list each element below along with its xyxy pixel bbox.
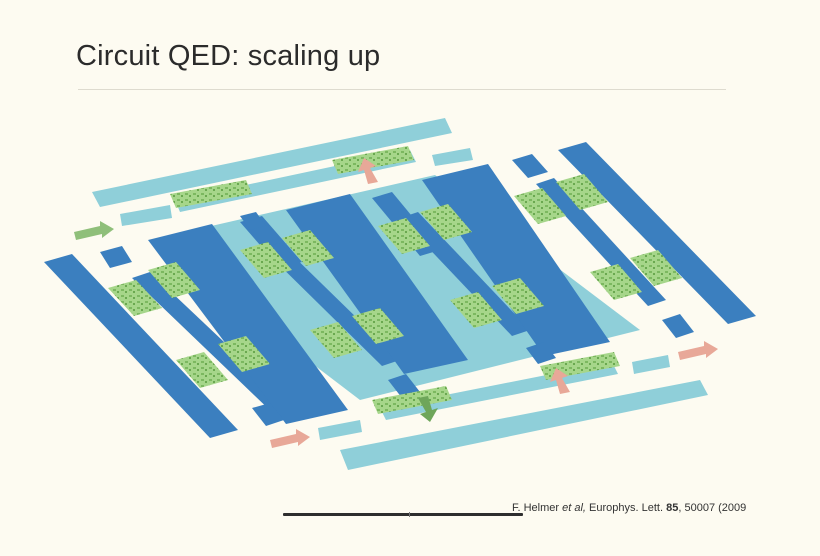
video-scrub-bar[interactable] (283, 512, 523, 517)
title-divider (78, 89, 726, 90)
cavity-small-3 (526, 342, 556, 364)
cavity-strip-left-outer (44, 254, 238, 438)
cavity-small-1 (252, 403, 284, 426)
pink-arrow-top (358, 158, 378, 184)
citation-etal: et al, (562, 502, 586, 514)
green-arrow-lower (418, 396, 438, 422)
cavity-strip-7 (536, 178, 666, 306)
cavity-small-5 (240, 212, 266, 230)
pink-arrow-right (678, 341, 718, 360)
top-bar-1 (92, 118, 452, 207)
cavity-strip-wide-1 (148, 224, 348, 424)
cavity-strip-wide-2 (286, 194, 468, 374)
cavity-small-4 (662, 314, 694, 338)
citation-journal: Europhys. Lett. (589, 502, 664, 514)
cavity-strip-wide-3 (422, 164, 610, 356)
citation-pages: 50007 (2009 (684, 502, 747, 514)
bottom-bar-3 (632, 355, 670, 374)
top-bar-2 (120, 205, 172, 226)
cavity-strip-left-2 (100, 246, 132, 268)
pink-arrow-mid-right (550, 368, 570, 394)
cavity-strip-6 (512, 154, 548, 178)
citation-author: F. Helmer (512, 502, 560, 514)
top-bar-3 (432, 148, 473, 166)
cavity-strip-right-outer (558, 142, 756, 324)
citation: F. Helmer et al, Europhys. Lett. 85, 500… (512, 502, 747, 514)
cavity-strip-5 (400, 212, 530, 336)
green-arrow-input (74, 221, 114, 240)
cavity-strip-3 (262, 243, 400, 366)
pink-arrow-left-bottom (270, 429, 310, 448)
bottom-bar-1 (340, 380, 708, 470)
qubit-pads (108, 146, 682, 414)
bottom-bar-2 (318, 420, 362, 440)
scrub-marker (409, 512, 410, 517)
slide-title: Circuit QED: scaling up (76, 40, 381, 72)
cavity-small-2 (388, 374, 420, 398)
citation-volume: 85 (666, 502, 679, 514)
